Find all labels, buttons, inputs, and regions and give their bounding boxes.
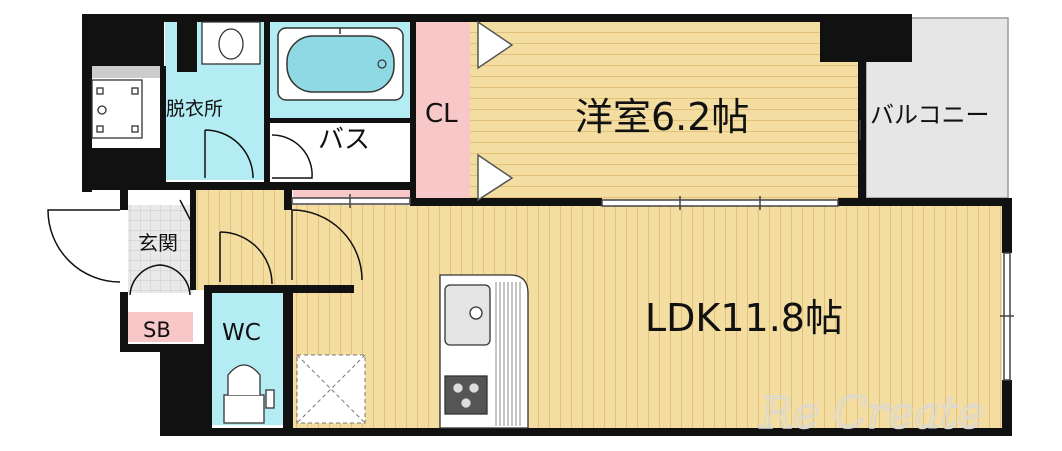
kitchen-stripes: [495, 282, 521, 426]
ldk-floor: [290, 205, 1002, 430]
walls: [82, 14, 1012, 436]
fridge-space: [296, 354, 366, 424]
washer: [91, 66, 160, 139]
label-bath: バス: [318, 125, 370, 155]
western-room-floor: [470, 20, 860, 200]
windows: [291, 120, 1014, 381]
label-closet: CL: [425, 99, 458, 129]
entrance-floor: [128, 205, 193, 293]
label-western-room: 洋室6.2帖: [575, 95, 749, 139]
toilet-fixture: [223, 364, 275, 424]
kitchen-counter: [439, 274, 529, 429]
label-toilet: WC: [222, 320, 261, 346]
label-balcony: バルコニー: [870, 101, 990, 129]
door-swings: [47, 129, 363, 296]
label-dressing: 脱衣所: [166, 98, 223, 120]
dressing-floor-lower: [270, 120, 412, 180]
watermark: Re Create: [759, 388, 984, 439]
label-shoe-box: SB: [143, 318, 171, 342]
bathtub: [277, 27, 404, 101]
vanity-sink: [201, 21, 261, 65]
pink-strip: [293, 188, 410, 198]
closet-floor: [415, 20, 470, 200]
closet-doors: [477, 20, 514, 202]
label-entrance: 玄関: [138, 231, 178, 255]
hallway-floor: [195, 190, 290, 290]
shoe-box-floor: [128, 312, 193, 342]
label-ldk: LDK11.8帖: [645, 296, 843, 340]
